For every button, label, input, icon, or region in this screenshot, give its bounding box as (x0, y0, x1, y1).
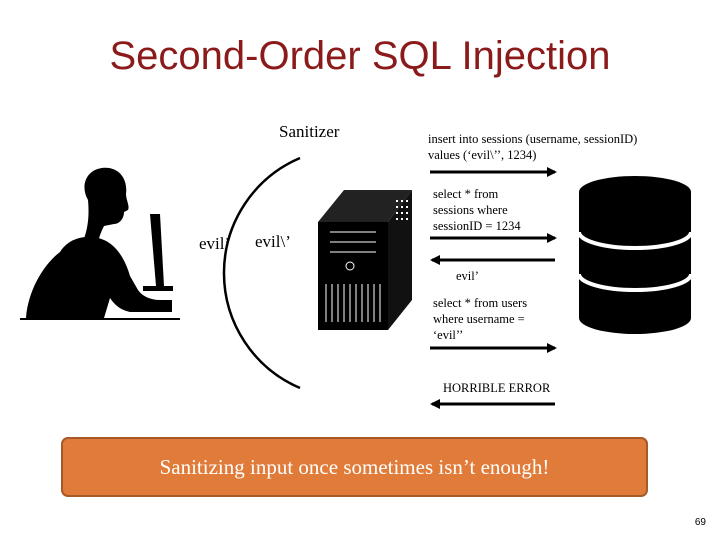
select-user-line3: ‘evil’’ (433, 328, 464, 342)
select-user-line2: where username = (433, 312, 525, 326)
select-session-query: select * from sessions where sessionID =… (433, 186, 553, 234)
page-number: 69 (694, 517, 706, 528)
select-user-query: select * from users where username = ‘ev… (433, 295, 563, 343)
sanitizer-label: Sanitizer (279, 122, 340, 141)
user-input-label: evil’ (199, 234, 231, 253)
person-at-computer-icon (20, 167, 180, 320)
takeaway-banner: Sanitizing input once sometimes isn’t en… (61, 437, 648, 497)
error-label: HORRIBLE ERROR (443, 381, 551, 395)
insert-query-line1: insert into sessions (username, sessionI… (428, 132, 638, 146)
sanitizer-boundary-arc (222, 156, 301, 390)
select-session-line1: select * from (433, 187, 499, 201)
select-user-line1: select * from users (433, 296, 528, 310)
select-session-line3: sessionID = 1234 (433, 219, 521, 233)
server-tower-icon (318, 190, 412, 330)
slide-title: Second-Order SQL Injection (109, 34, 611, 78)
sanitized-input-label: evil\’ (255, 232, 291, 251)
select-session-line2: sessions where (433, 203, 508, 217)
database-icon (577, 176, 693, 334)
insert-query-line2: values (‘evil\’’, 1234) (428, 148, 537, 162)
insert-query: insert into sessions (username, sessionI… (428, 131, 698, 163)
returned-value-label: evil’ (456, 269, 479, 283)
